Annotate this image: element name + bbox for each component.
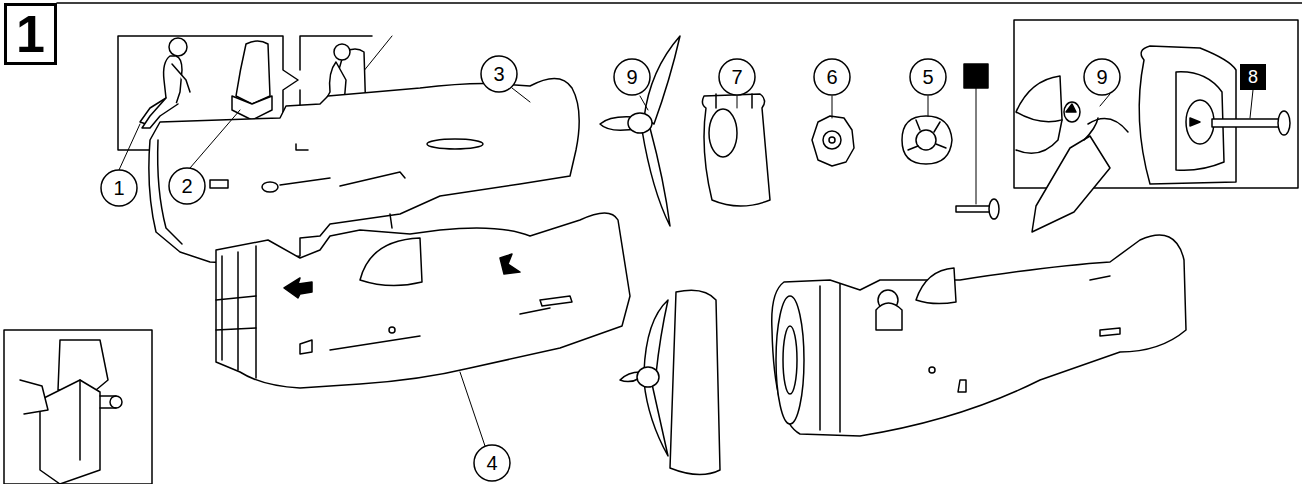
step-number: 1 [16,8,45,60]
fuselage-half [216,213,630,388]
direction-arrow [284,278,312,298]
inset-frame [1014,20,1298,188]
part-marker [964,64,988,88]
callout-circle: 2 [168,167,206,205]
propeller-part [600,36,680,226]
step-box-outline [6,5,56,64]
callout-number: 1 [113,178,124,198]
seat-detail [20,340,122,484]
callout-number: 9 [1096,67,1107,87]
callout-number: 6 [826,67,837,87]
inset-detail [1016,46,1290,232]
engine-part [902,116,952,164]
part-number-fill [1240,64,1266,90]
callout-number: 2 [181,176,192,196]
frame-line [57,2,1302,4]
callout-circle-outline [101,170,137,206]
arrow-head [1190,118,1200,126]
part-number: 8 [1248,68,1258,86]
callout-circle-outline [910,59,946,95]
arrow-head [1066,104,1076,112]
assembled-plane [772,235,1186,436]
step-number-box: 1 [4,3,57,65]
callout-circle: 5 [909,58,947,96]
callout-circle: 1 [100,169,138,207]
callout-circle: 9 [1083,58,1121,96]
pilot-figure [140,38,190,128]
leader-line [119,88,1253,446]
shaft-part [956,199,999,219]
callout-number: 7 [731,67,742,87]
propeller-assembly [620,290,720,474]
callout-number: 3 [493,64,504,84]
callout-circle-outline [169,168,205,204]
callout-number: 5 [922,67,933,87]
callout-number: 4 [486,453,497,473]
callout-circle: 4 [473,444,511,482]
part-number-box: 8 [1240,64,1266,90]
callout-circle: 9 [613,58,651,96]
callout-circle: 6 [813,58,851,96]
callout-circle-outline [814,59,850,95]
direction-arrow [500,254,520,274]
callout-number: 9 [626,67,637,87]
callout-circle-outline [719,59,755,95]
inset-frame [4,330,152,484]
callout-circle: 7 [718,58,756,96]
callout-circle-outline [481,56,517,92]
seat-part [232,41,272,120]
callout-circle-outline [1084,59,1120,95]
cowling-part [702,94,770,206]
callout-circle-outline [614,59,650,95]
callout-circle: 3 [480,55,518,93]
callout-circle-outline [474,445,510,481]
engine-part [812,116,854,166]
